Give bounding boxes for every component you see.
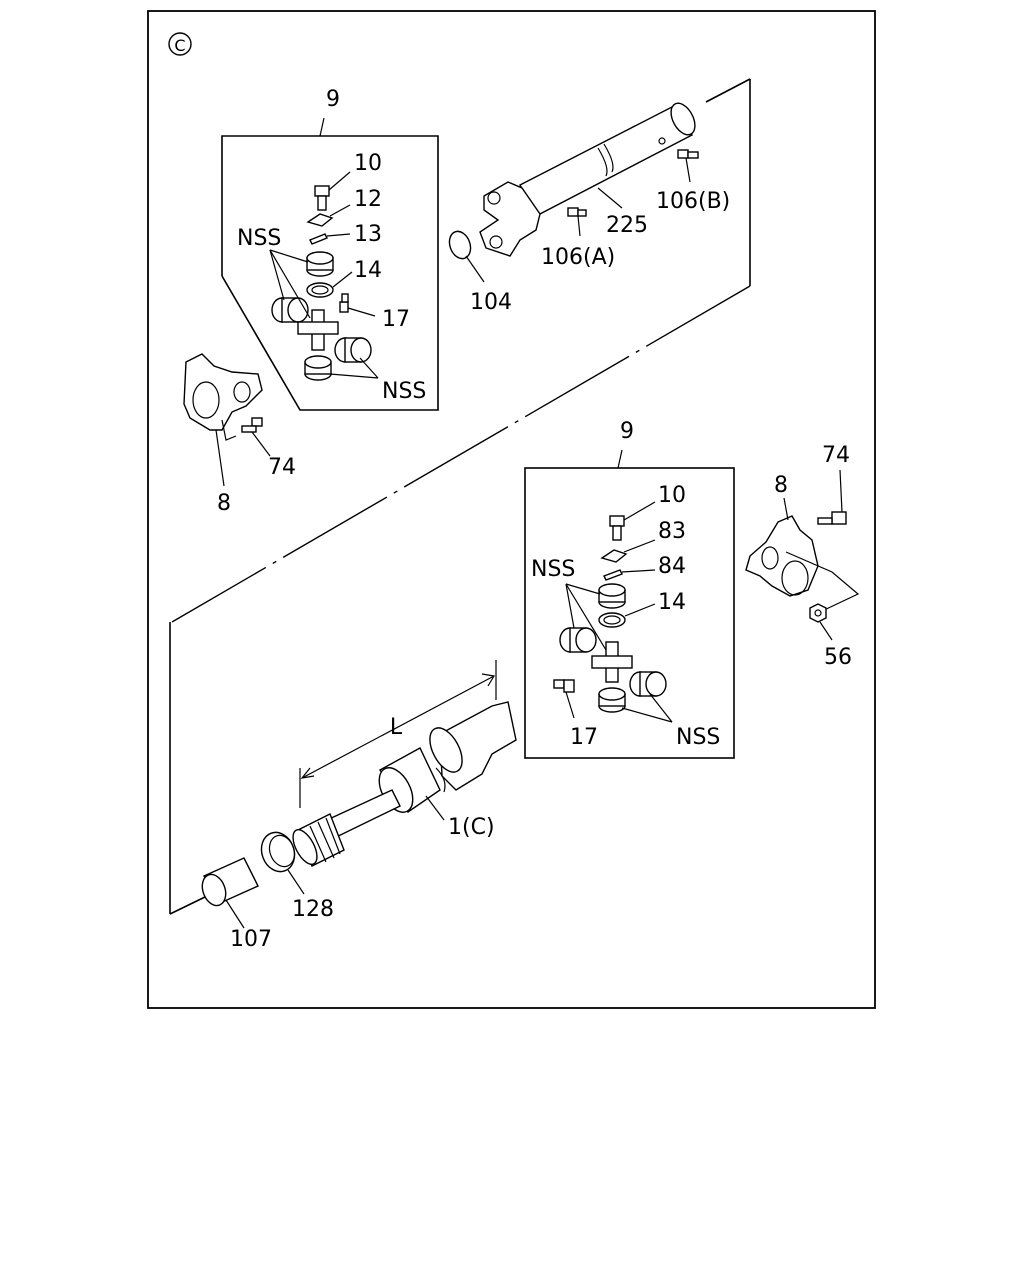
lower-nss-leaders <box>565 583 673 723</box>
upper-assembly-outline <box>171 78 751 623</box>
section-mark: C <box>168 32 192 56</box>
label-225: 225 <box>606 213 648 238</box>
label-length-L: L <box>390 715 403 740</box>
label-106b: 106(B) <box>656 189 730 214</box>
right-label-74: 74 <box>822 443 850 468</box>
upper-bearing-cup-left-icon <box>271 297 309 323</box>
upper-lock-plate-icon <box>306 204 351 227</box>
upper-kit-box <box>221 117 439 411</box>
lower-label-17: 17 <box>570 725 598 750</box>
lower-pin-icon <box>603 569 656 581</box>
right-flange-yoke-icon <box>745 469 860 641</box>
lower-splined-shaft <box>292 701 517 867</box>
label-106a: 106(A) <box>541 245 615 270</box>
upper-label-10: 10 <box>354 151 382 176</box>
diagram-frame <box>147 10 876 1009</box>
lower-label-10: 10 <box>658 483 686 508</box>
lower-label-nss-top: NSS <box>531 557 575 582</box>
upper-seal-ring-icon <box>306 271 353 298</box>
lower-bearing-cup-top-icon <box>598 583 626 609</box>
upper-label-12: 12 <box>354 187 382 212</box>
upper-spider-cross-icon <box>297 309 339 351</box>
upper-kit-number: 9 <box>326 87 340 112</box>
lower-kit-number: 9 <box>620 419 634 444</box>
lower-bearing-cup-right-icon <box>629 671 667 697</box>
label-104: 104 <box>470 290 512 315</box>
lower-sleeve-107-icon <box>201 857 259 929</box>
label-1c: 1(C) <box>448 815 495 840</box>
upper-pin-icon <box>309 233 351 245</box>
lower-assembly-outline <box>169 622 206 915</box>
lower-label-14: 14 <box>658 590 686 615</box>
upper-grease-fitting-icon <box>339 293 376 317</box>
left-label-8: 8 <box>217 491 231 516</box>
label-128: 128 <box>292 897 334 922</box>
lower-bearing-cup-bottom-icon <box>598 687 626 713</box>
upper-bolt-icon <box>314 171 351 211</box>
lower-seal-ring-icon <box>598 603 656 628</box>
upper-bearing-cup-top-icon <box>306 251 334 277</box>
upper-label-14: 14 <box>354 258 382 283</box>
left-flange-yoke-icon <box>183 353 271 487</box>
upper-snap-ring-icon <box>448 230 485 283</box>
left-label-74: 74 <box>268 455 296 480</box>
upper-label-13: 13 <box>354 222 382 247</box>
lower-lock-plate-icon <box>600 539 656 563</box>
upper-grease-fitting-b-icon <box>677 149 699 183</box>
right-label-8: 8 <box>774 473 788 498</box>
upper-yoke-icon <box>479 181 541 257</box>
label-56: 56 <box>824 645 852 670</box>
lower-label-nss-bottom: NSS <box>676 725 720 750</box>
upper-label-17: 17 <box>382 307 410 332</box>
lower-label-84: 84 <box>658 554 686 579</box>
lower-kit-box <box>524 449 735 759</box>
upper-label-nss-bottom: NSS <box>382 379 426 404</box>
lower-spider-cross-icon <box>591 641 633 683</box>
lower-label-83: 83 <box>658 519 686 544</box>
upper-bearing-cup-right-icon <box>334 337 372 363</box>
upper-grease-fitting-a-icon <box>567 207 587 237</box>
upper-bearing-cup-bottom-icon <box>304 355 332 381</box>
lower-grease-fitting-icon <box>553 679 575 719</box>
upper-nss-leaders <box>269 249 379 379</box>
label-107: 107 <box>230 927 272 952</box>
lower-bearing-cup-left-icon <box>559 627 597 653</box>
length-dimension <box>299 660 497 808</box>
leader-225 <box>597 187 623 209</box>
lower-bolt-icon <box>609 501 656 541</box>
section-mark-letter: C <box>174 36 185 55</box>
lower-ring-128-icon <box>260 831 305 895</box>
upper-label-nss-top: NSS <box>237 226 281 251</box>
